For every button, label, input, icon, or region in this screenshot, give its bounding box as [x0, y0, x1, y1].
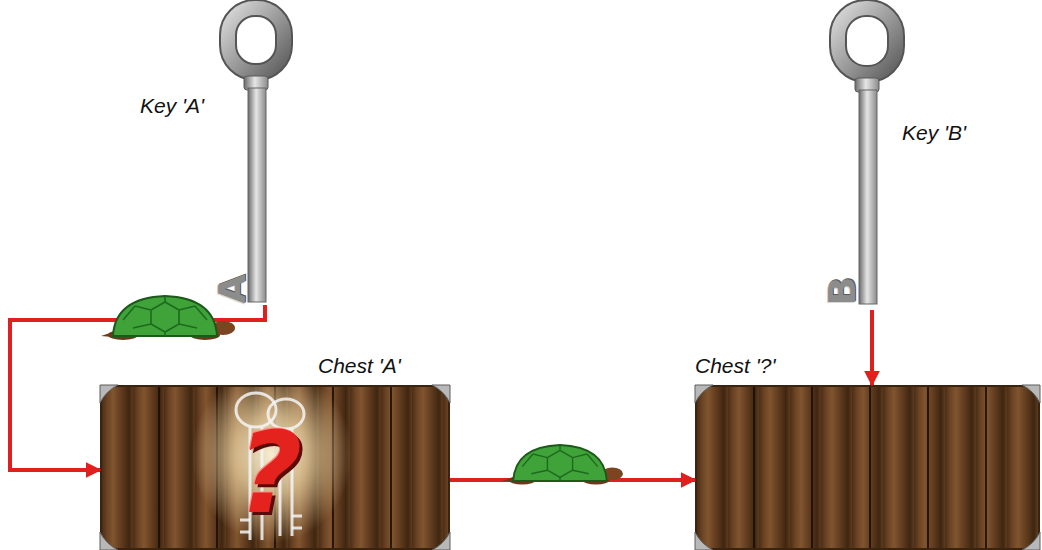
corner-fitting — [100, 385, 118, 403]
ghost-key-ring — [236, 393, 276, 427]
red-arrow — [450, 478, 695, 482]
chest-label: Chest 'A' — [318, 354, 401, 378]
corner-fitting — [1022, 385, 1040, 403]
key-bit-letter: A — [213, 274, 251, 303]
key-node: Key 'A' A — [135, 0, 300, 305]
key-ring — [228, 8, 284, 72]
chest-box: Chest 'A'? — [100, 385, 450, 550]
question-mark: ? — [238, 417, 303, 529]
corner-fitting — [695, 532, 713, 550]
key-symbol — [838, 8, 896, 304]
ghost-keys — [236, 393, 304, 540]
red-arrow — [10, 305, 265, 470]
corner-fitting — [695, 385, 713, 403]
key-symbol — [228, 8, 284, 302]
ghost-key-ring — [268, 399, 304, 429]
chest-corners — [100, 385, 1040, 550]
red-arrow — [870, 310, 874, 385]
key-shaft — [248, 88, 266, 302]
key-node: Key 'B' B — [815, 0, 1020, 310]
key-collar — [855, 78, 879, 92]
chest-box: Chest '?' — [695, 385, 1040, 550]
ghost-key-shaft — [250, 427, 292, 540]
key-label: Key 'A' — [140, 94, 204, 118]
corner-fitting — [432, 385, 450, 403]
key-collar — [244, 76, 268, 90]
key-ring — [228, 8, 284, 72]
key-shaft — [859, 90, 877, 304]
corner-fitting — [1022, 532, 1040, 550]
key-bit-letter: B — [823, 277, 861, 306]
key-ring — [838, 8, 896, 74]
corner-fitting — [100, 532, 118, 550]
key-ring — [838, 8, 896, 74]
chest-label: Chest '?' — [695, 354, 775, 378]
key-label: Key 'B' — [902, 121, 966, 145]
turtle-icon — [101, 296, 235, 340]
turtle-icon — [502, 445, 623, 485]
ghost-key-bit — [240, 516, 302, 532]
corner-fitting — [432, 532, 450, 550]
